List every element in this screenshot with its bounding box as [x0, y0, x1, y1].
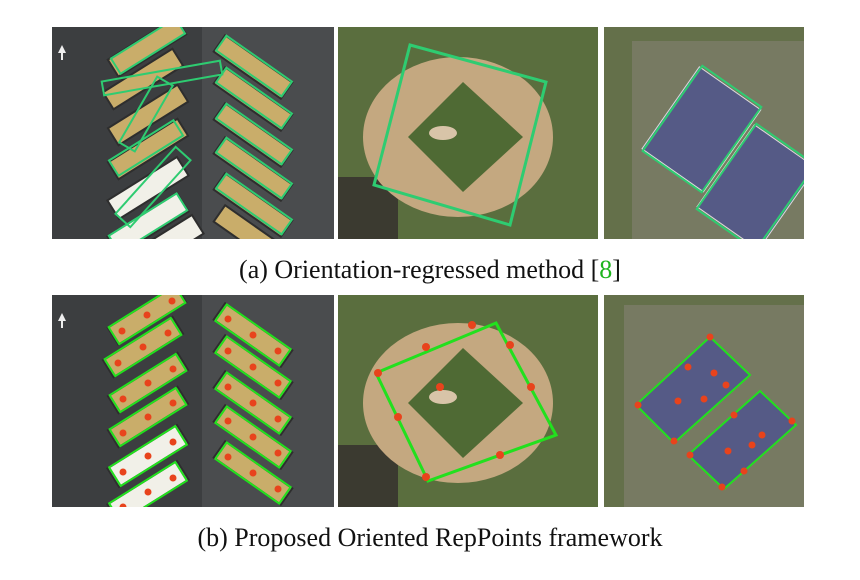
north-arrow-icon	[58, 45, 66, 60]
oriented-boxes-b	[103, 295, 293, 507]
caption-b-text: (b) Proposed Oriented RepPoints framewor…	[197, 523, 663, 552]
panel-a-baseball-field	[338, 27, 598, 239]
caption-b: (b) Proposed Oriented RepPoints framewor…	[0, 523, 860, 553]
reppoints-b-courts	[634, 333, 796, 491]
oriented-boxes-a-courts	[641, 64, 804, 239]
caption-a-close: ]	[612, 255, 621, 284]
panel-b-baseball-field	[338, 295, 598, 507]
caption-a: (a) Orientation-regressed method [8]	[0, 255, 860, 285]
panel-a-tennis-courts	[604, 27, 804, 239]
north-arrow-icon	[58, 313, 66, 328]
panel-b-parking-lot	[52, 295, 334, 507]
oriented-box-a-field	[372, 43, 548, 227]
reppoints-b-field	[374, 321, 535, 481]
oriented-box-b-field	[373, 321, 559, 483]
oriented-boxes-a	[100, 27, 294, 239]
caption-a-text: (a) Orientation-regressed method [	[239, 255, 600, 284]
panel-b-tennis-courts	[604, 295, 804, 507]
citation-link[interactable]: 8	[599, 255, 613, 284]
reppoints-b-parking	[114, 297, 282, 507]
panel-a-parking-lot	[52, 27, 334, 239]
